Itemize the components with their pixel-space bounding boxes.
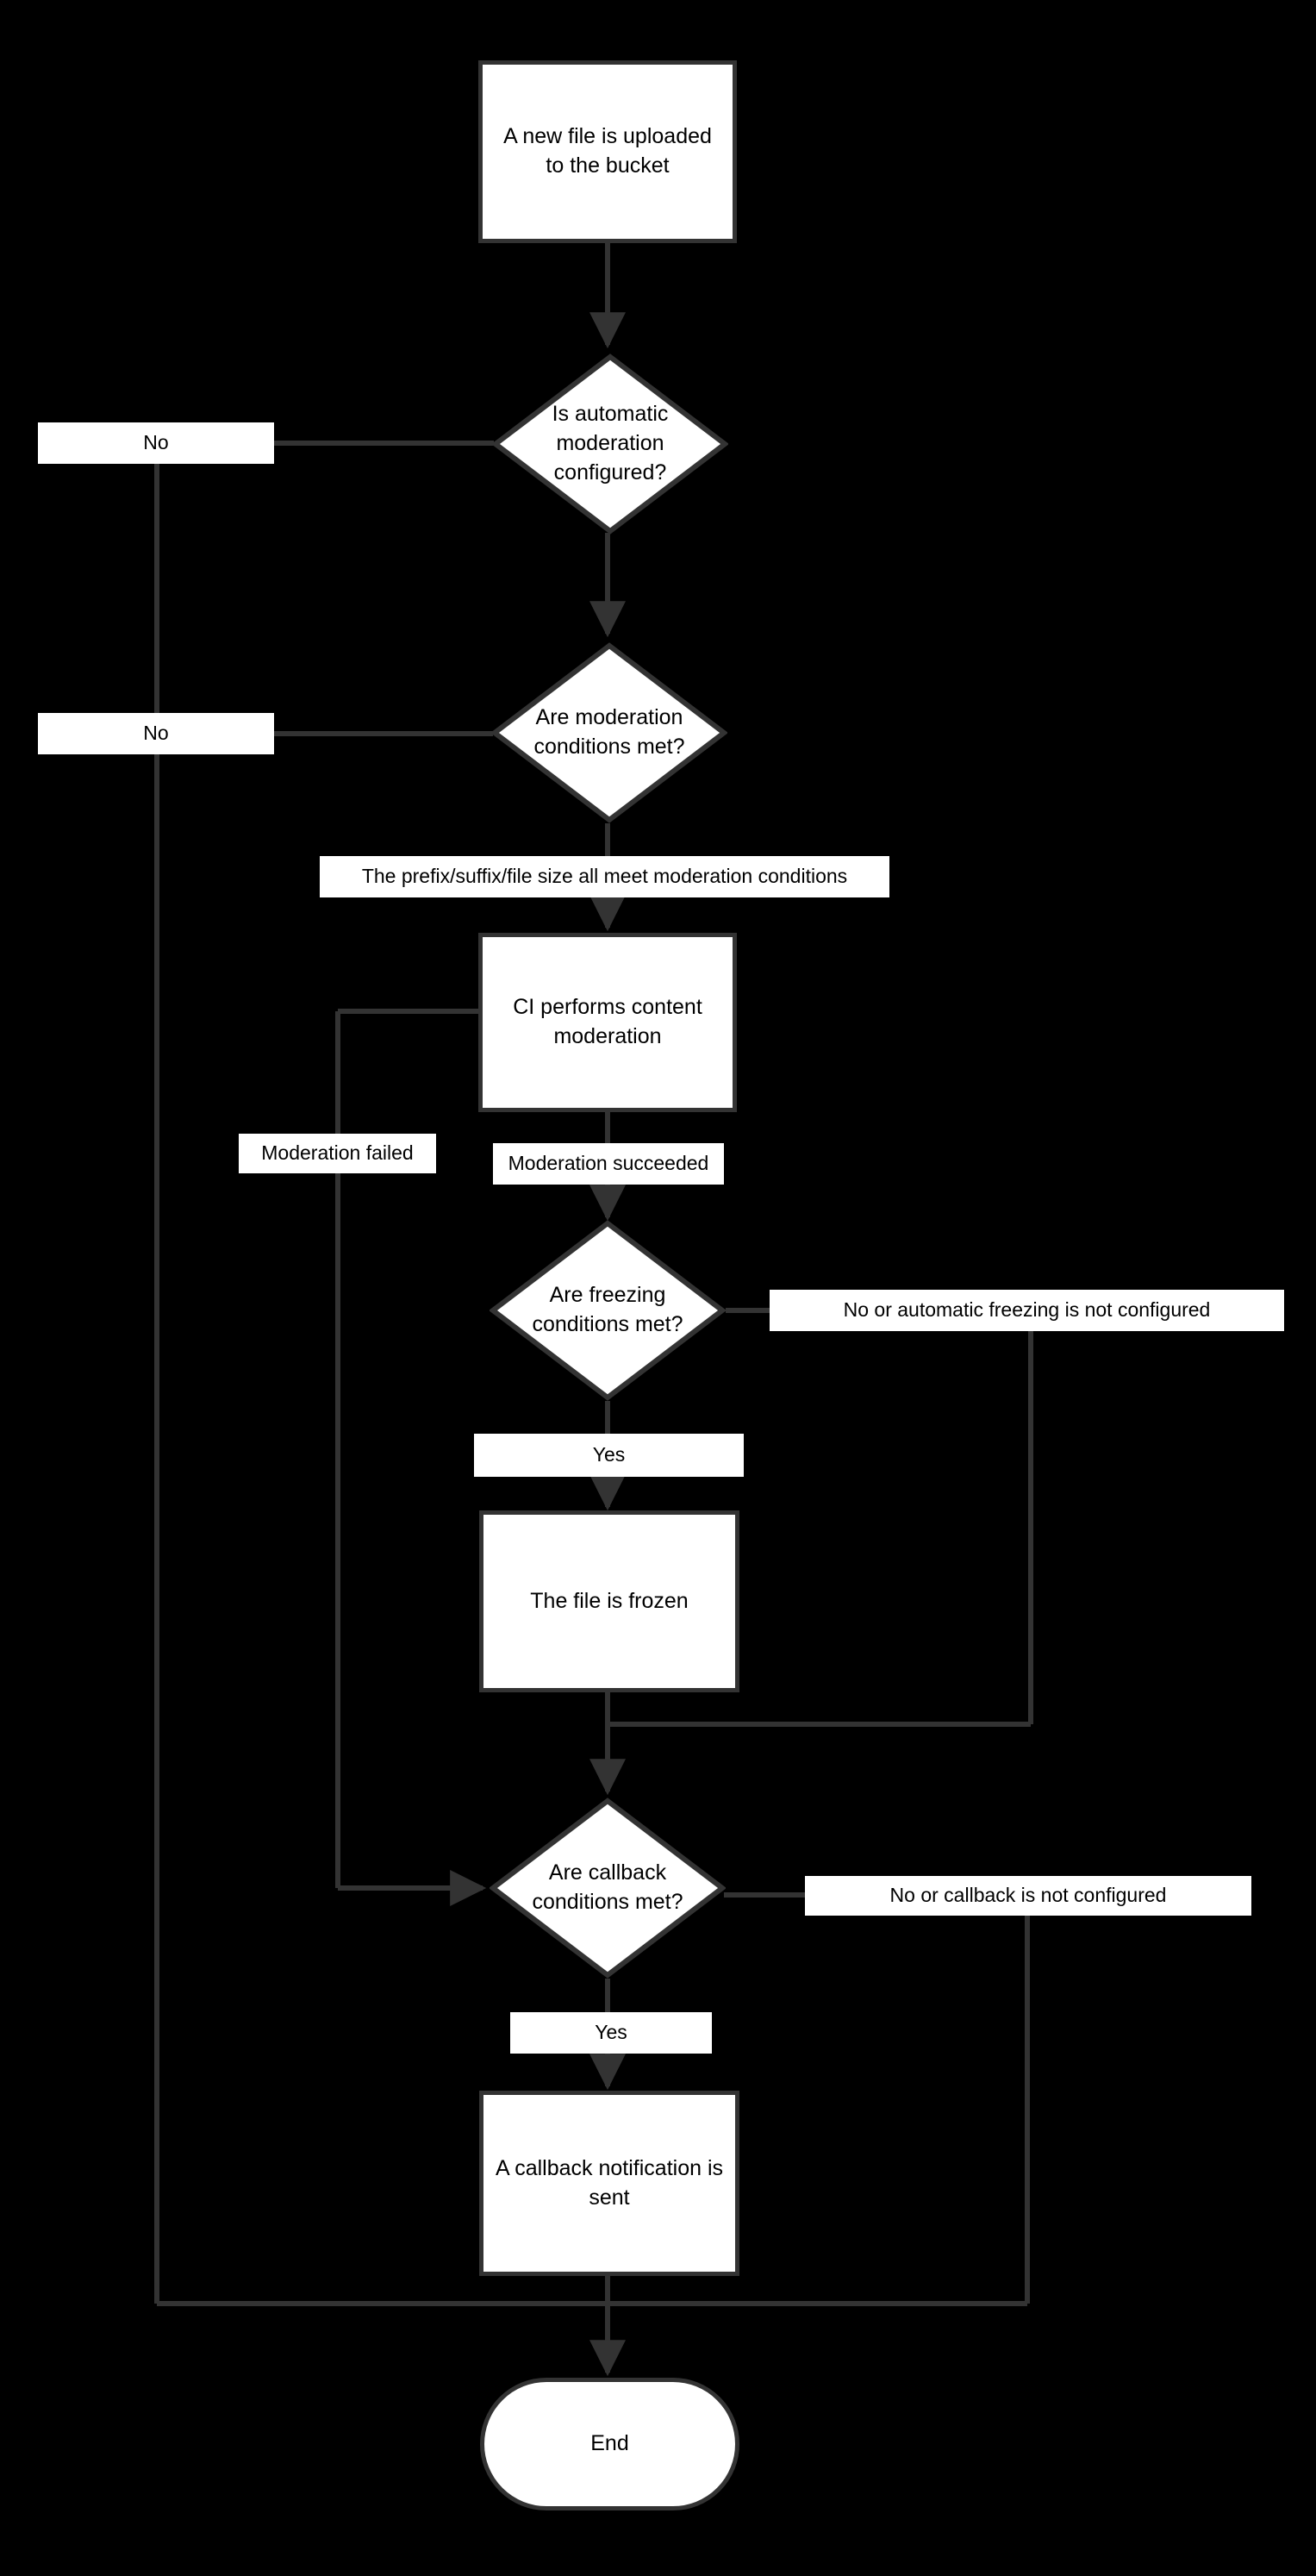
edge-label-text: No bbox=[143, 431, 169, 454]
edge-label-moderation-succeeded: Moderation succeeded bbox=[493, 1143, 724, 1185]
edge-label-no-callback-configured: No or callback is not configured bbox=[805, 1876, 1251, 1916]
node-end[interactable]: End bbox=[480, 2378, 739, 2510]
node-ci-moderation-label: CI performs content moderation bbox=[513, 995, 702, 1048]
diamond-shape bbox=[490, 1220, 726, 1401]
node-decision-callback-conditions[interactable]: Are callback conditions met? bbox=[490, 1798, 726, 1979]
diamond-shape bbox=[491, 642, 727, 823]
edge-label-text: Moderation failed bbox=[261, 1141, 414, 1165]
edge-label-text: No or callback is not configured bbox=[889, 1884, 1167, 1907]
edge-label-yes-callback: Yes bbox=[510, 2012, 712, 2054]
node-decision-automatic-moderation[interactable]: Is automatic moderation configured? bbox=[492, 353, 728, 535]
edge-label-text: Yes bbox=[595, 2021, 627, 2044]
node-start[interactable]: A new file is uploaded to the bucket bbox=[478, 60, 737, 243]
node-decision-freezing-conditions[interactable]: Are freezing conditions met? bbox=[490, 1220, 726, 1401]
node-callback-notification[interactable]: A callback notification is sent bbox=[479, 2091, 739, 2276]
edge-label-text: No or automatic freezing is not configur… bbox=[843, 1298, 1211, 1322]
edge-label-prefix-suffix-size: The prefix/suffix/file size all meet mod… bbox=[320, 856, 889, 897]
node-callback-notification-label: A callback notification is sent bbox=[495, 2155, 724, 2210]
node-decision-moderation-conditions[interactable]: Are moderation conditions met? bbox=[491, 642, 727, 823]
edge-label-text: No bbox=[143, 722, 169, 745]
node-end-label: End bbox=[590, 2431, 629, 2456]
edge-label-moderation-failed: Moderation failed bbox=[239, 1134, 436, 1173]
edge-label-text: Moderation succeeded bbox=[508, 1152, 709, 1175]
node-start-label: A new file is uploaded to the bucket bbox=[503, 124, 712, 178]
node-file-frozen-label: The file is frozen bbox=[530, 1588, 689, 1613]
edge-label-text: Yes bbox=[592, 1443, 626, 1466]
node-file-frozen[interactable]: The file is frozen bbox=[479, 1510, 739, 1692]
edge-label-no-automatic-freezing: No or automatic freezing is not configur… bbox=[770, 1290, 1284, 1331]
node-ci-moderation[interactable]: CI performs content moderation bbox=[478, 933, 737, 1112]
edge-label-text: The prefix/suffix/file size all meet mod… bbox=[361, 865, 848, 888]
edge-label-no-moderation-conditions: No bbox=[38, 713, 274, 754]
diamond-shape bbox=[492, 353, 728, 535]
edge-label-no-automatic-moderation: No bbox=[38, 422, 274, 464]
diamond-shape bbox=[490, 1798, 726, 1979]
edge-label-yes-freezing: Yes bbox=[474, 1434, 744, 1477]
